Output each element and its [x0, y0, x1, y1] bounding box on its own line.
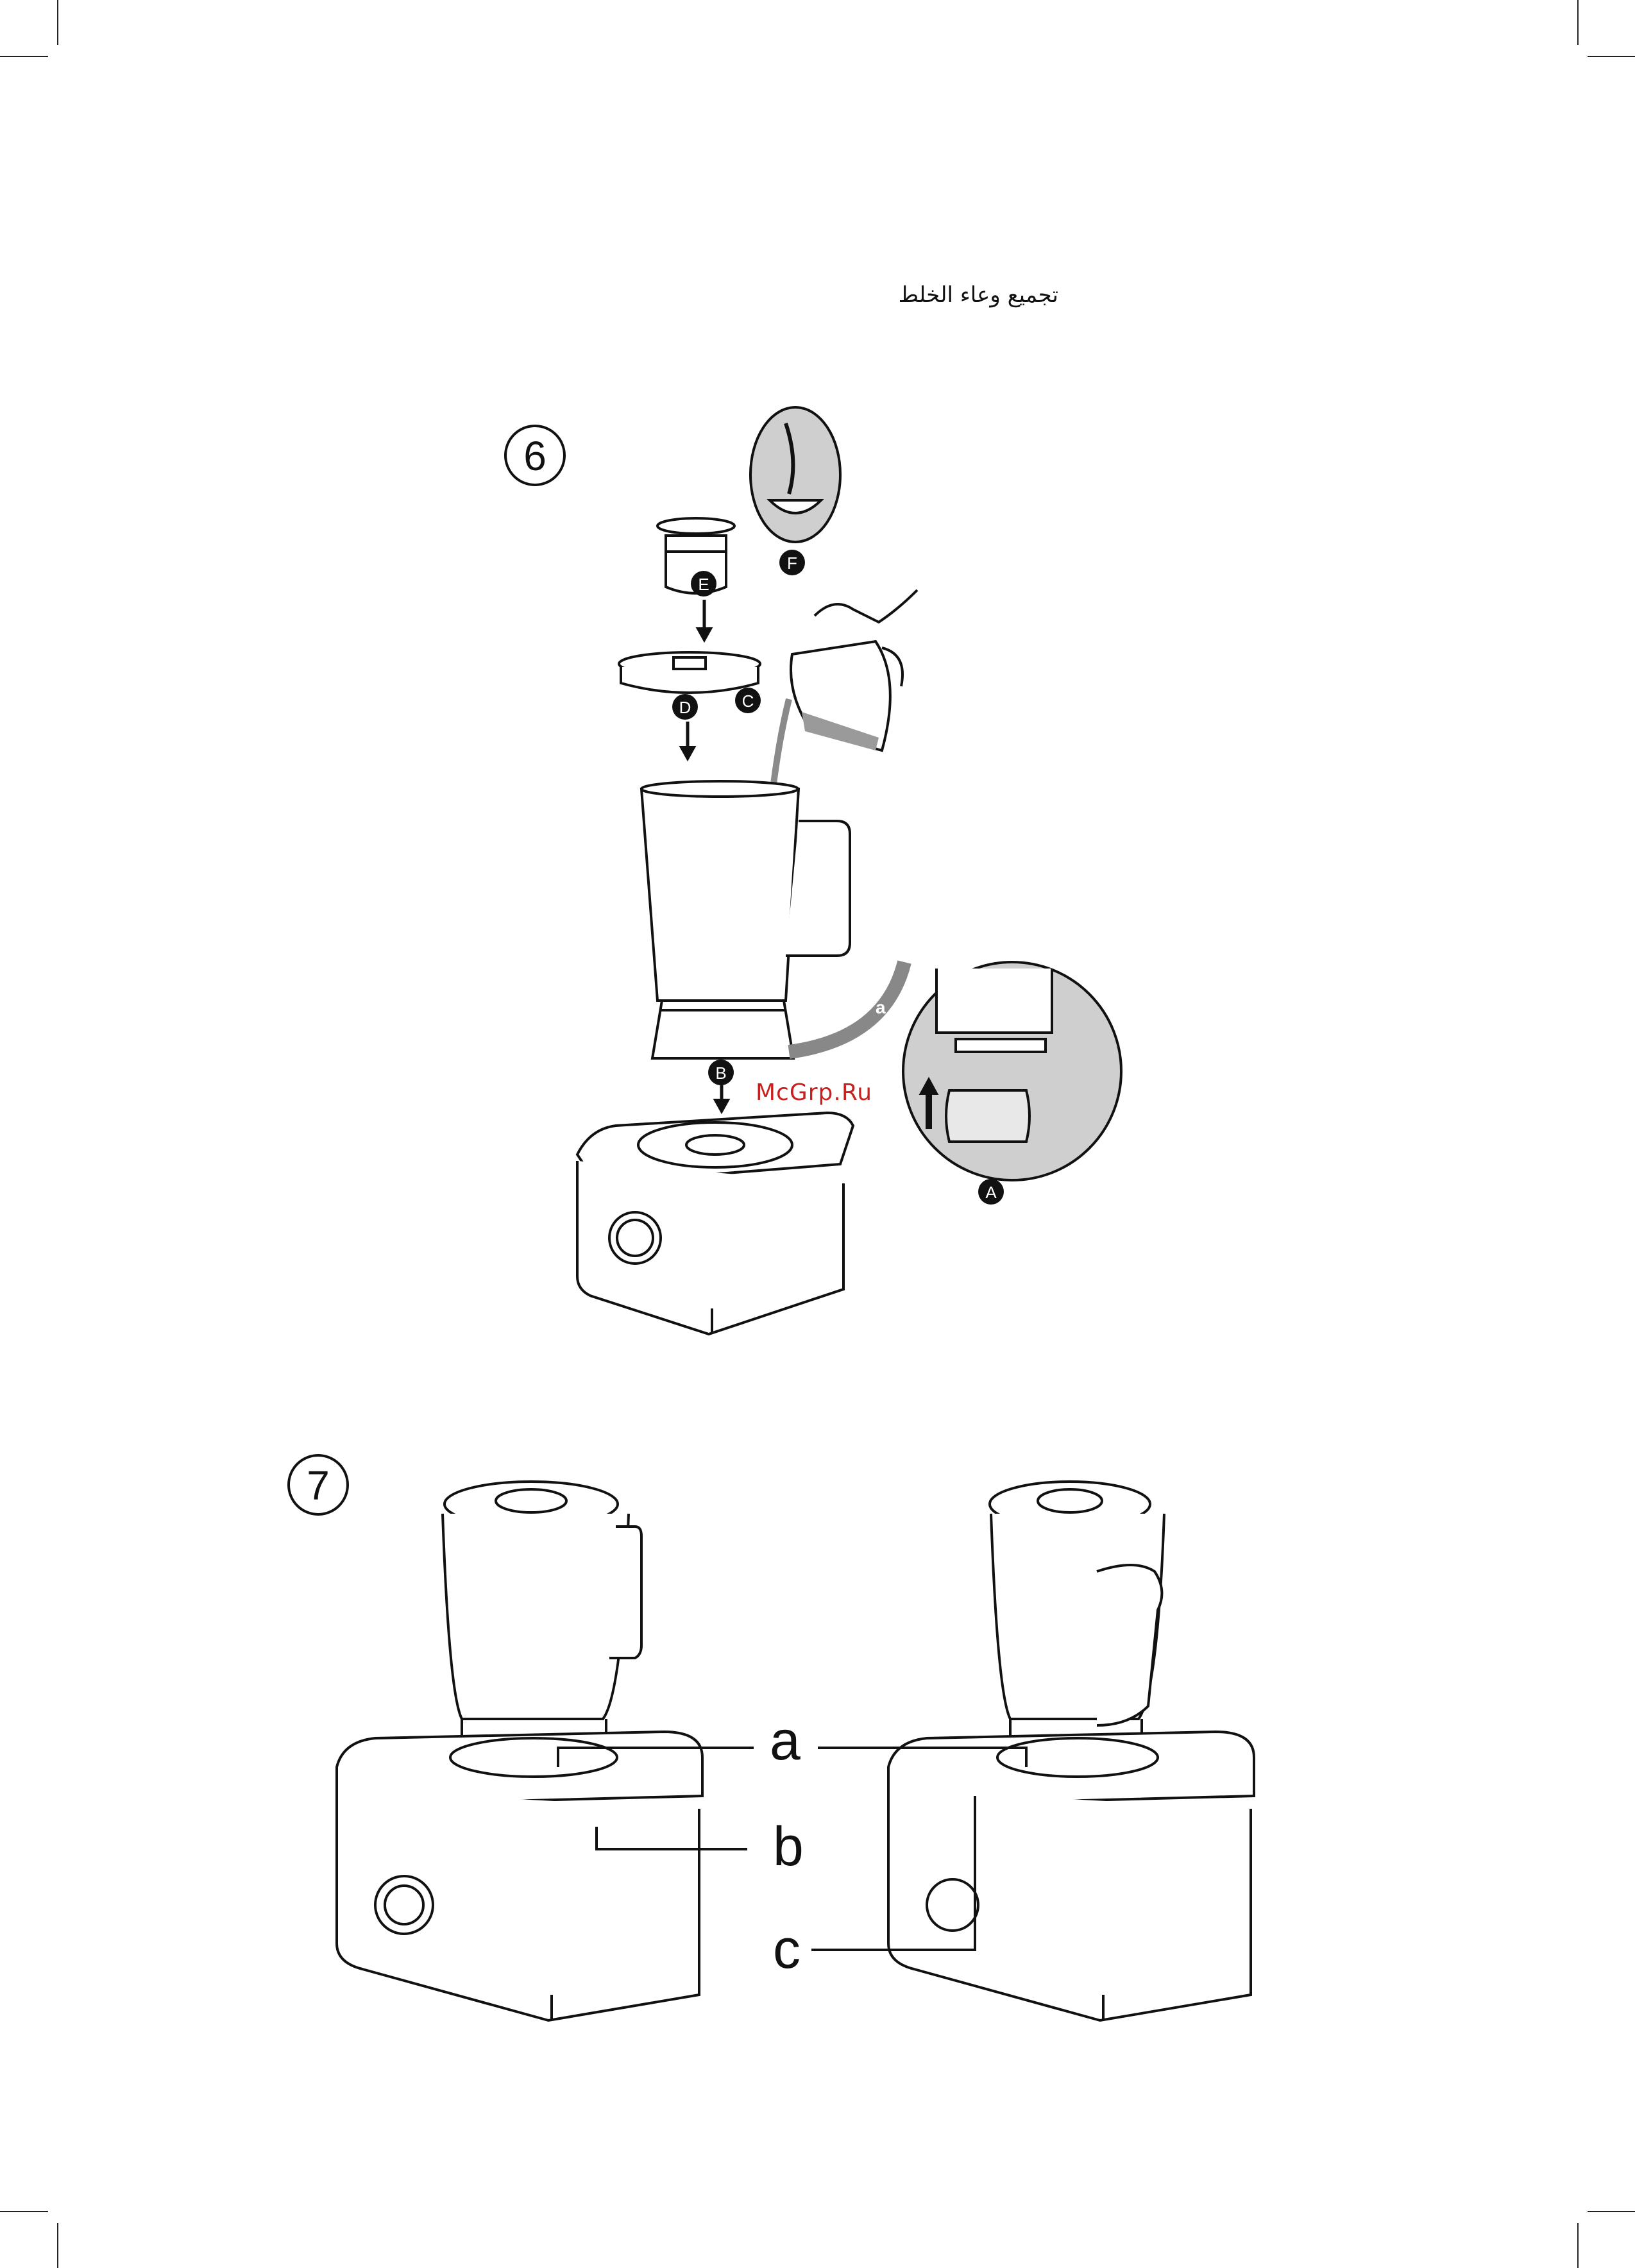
label-c: c [773, 1918, 801, 1981]
label-b: b [773, 1815, 804, 1879]
appliance-left [337, 1482, 702, 2020]
appliance-right [888, 1482, 1254, 2020]
label-a: a [770, 1709, 801, 1773]
